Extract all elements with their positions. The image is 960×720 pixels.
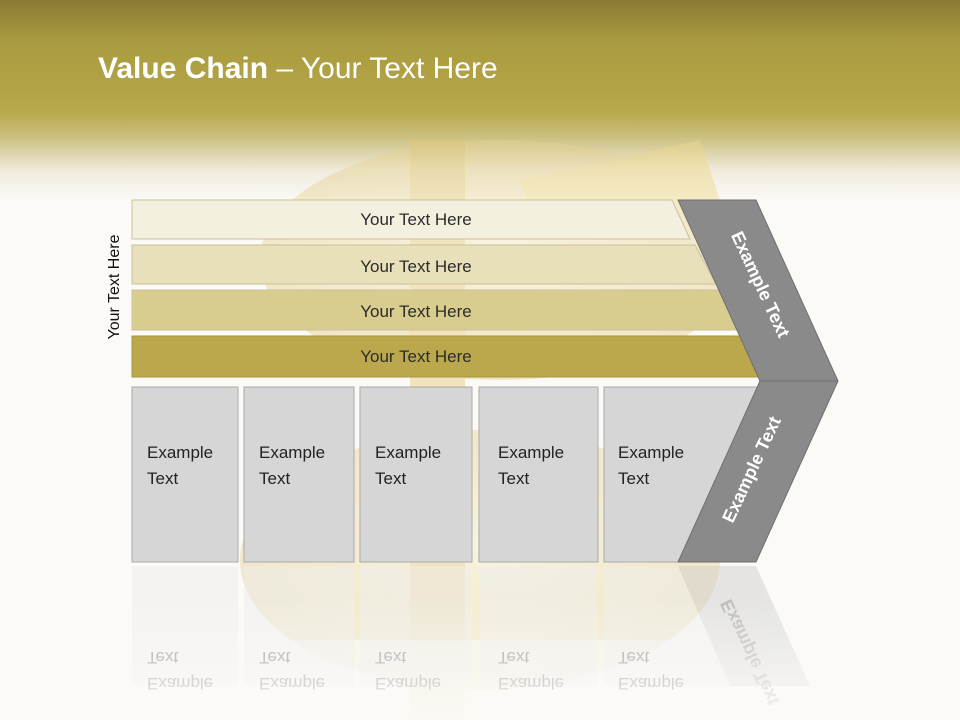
box-3 — [359, 386, 473, 563]
title-bold: Value Chain — [98, 52, 269, 85]
box-4-line1: Example — [498, 443, 564, 462]
box-1-line2: Text — [147, 469, 178, 488]
box-5-line1: Example — [618, 443, 684, 462]
bar-2-label: Your Text Here — [360, 257, 472, 276]
box-3-line2: Text — [375, 469, 406, 488]
bar-4-label: Your Text Here — [360, 347, 472, 366]
box-2-line2: Text — [259, 469, 290, 488]
page-title: Value Chain – Your Text Here — [98, 52, 498, 86]
box-1-line1: Example — [147, 443, 213, 462]
title-rest: – Your Text Here — [268, 52, 498, 85]
box-5-line2: Text — [618, 469, 649, 488]
box-2 — [243, 386, 355, 563]
box-1 — [131, 386, 239, 563]
box-3-line1: Example — [375, 443, 441, 462]
box-4-line2: Text — [498, 469, 529, 488]
bar-1-label: Your Text Here — [360, 210, 472, 229]
box-2-line1: Example — [259, 443, 325, 462]
bar-1 — [131, 199, 691, 240]
box-4 — [478, 386, 599, 563]
bar-3-label: Your Text Here — [360, 302, 472, 321]
